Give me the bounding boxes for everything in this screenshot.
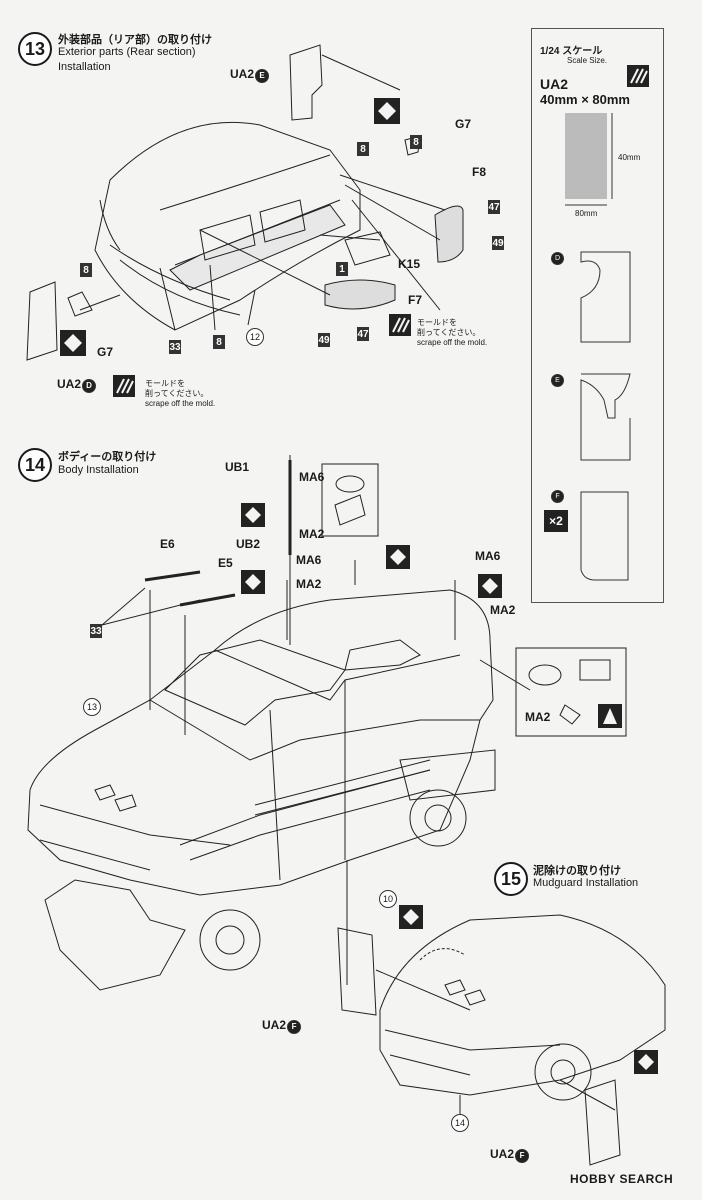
scale-part: UA2 [540, 76, 569, 92]
paint-number-8: 8 [213, 335, 225, 349]
step-14-number: 14 [18, 448, 52, 482]
part-label-ma2: MA2 [490, 603, 516, 617]
step-15-title-jp: 泥除けの取り付け [533, 865, 621, 877]
note-jp-1: モールドを [145, 379, 185, 388]
scale-width: 80mm [575, 209, 598, 218]
mark-f: F [287, 1019, 302, 1034]
part-label-ma2: MA2 [296, 577, 322, 591]
note-en: scrape off the mold. [417, 338, 488, 347]
part-label-f8: F8 [472, 165, 487, 179]
part-label-k15: K15 [398, 257, 421, 271]
template-e-mark: E [551, 374, 564, 387]
template-d-mark: D [551, 252, 564, 265]
mark-d: D [82, 378, 97, 393]
part-label-ma6: MA6 [475, 549, 501, 563]
scale-title: 1/24 スケール [540, 46, 603, 57]
part-label-f7: F7 [408, 293, 423, 307]
scale-size-panel [531, 28, 664, 603]
note-jp-2: 削ってください。 [417, 328, 481, 337]
paint-number-10: 10 [379, 890, 397, 908]
template-f-mark: F [551, 490, 564, 503]
note-jp-2: 削ってください。 [145, 389, 209, 398]
mark-e: E [255, 68, 270, 83]
paint-number-8: 8 [80, 263, 92, 277]
part-label-ma2: MA2 [299, 527, 325, 541]
footer-brand: HOBBY SEARCH [570, 1172, 674, 1186]
paint-number-1: 1 [336, 262, 348, 276]
scale-height: 40mm [618, 153, 641, 162]
paint-number-33: 33 [90, 624, 102, 638]
scrape-note-bumper: モールドを 削ってください。 scrape off the mold. [145, 379, 215, 409]
paint-number-13: 13 [83, 698, 101, 716]
step-13-title-en-2: Installation [58, 61, 111, 73]
paint-number-47: 47 [357, 327, 369, 341]
note-jp-1: モールドを [417, 318, 457, 327]
scrape-note-rear: モールドを 削ってください。 scrape off the mold. [417, 318, 487, 348]
part-label-ub1: UB1 [225, 460, 250, 474]
scale-dims: 40mm × 80mm [540, 92, 630, 107]
step-13-title-jp: 外装部品（リア部）の取り付け [58, 34, 212, 46]
part-label-e5: E5 [218, 556, 233, 570]
step-13-number: 13 [18, 32, 52, 66]
part-label-ma6: MA6 [296, 553, 322, 567]
paint-number-47: 47 [488, 200, 500, 214]
part-label-ma6: MA6 [299, 470, 325, 484]
paint-number-49: 49 [492, 236, 504, 250]
step-14-title-en: Body Installation [58, 464, 139, 476]
paint-number-8: 8 [410, 135, 422, 149]
template-f-qty: ×2 [544, 510, 568, 532]
scale-subtitle: Scale Size. [567, 56, 608, 65]
paint-number-14: 14 [451, 1114, 469, 1132]
note-en: scrape off the mold. [145, 399, 216, 408]
part-label-ub2: UB2 [236, 537, 261, 551]
part-label-g7-left: G7 [97, 345, 114, 359]
part-label-g7-top: G7 [455, 117, 472, 131]
paint-number-49: 49 [318, 333, 330, 347]
paint-number-8: 8 [357, 142, 369, 156]
step-15-title-en: Mudguard Installation [533, 877, 639, 889]
mark-f: F [515, 1148, 530, 1163]
part-label-ma2: MA2 [525, 710, 551, 724]
paint-number-33: 33 [169, 340, 181, 354]
paint-number-12: 12 [246, 328, 264, 346]
part-label-e6: E6 [160, 537, 175, 551]
step-14-title-jp: ボディーの取り付け [58, 451, 157, 463]
step-15-number: 15 [494, 862, 528, 896]
step-13-title-en-1: Exterior parts (Rear section) [58, 46, 196, 58]
